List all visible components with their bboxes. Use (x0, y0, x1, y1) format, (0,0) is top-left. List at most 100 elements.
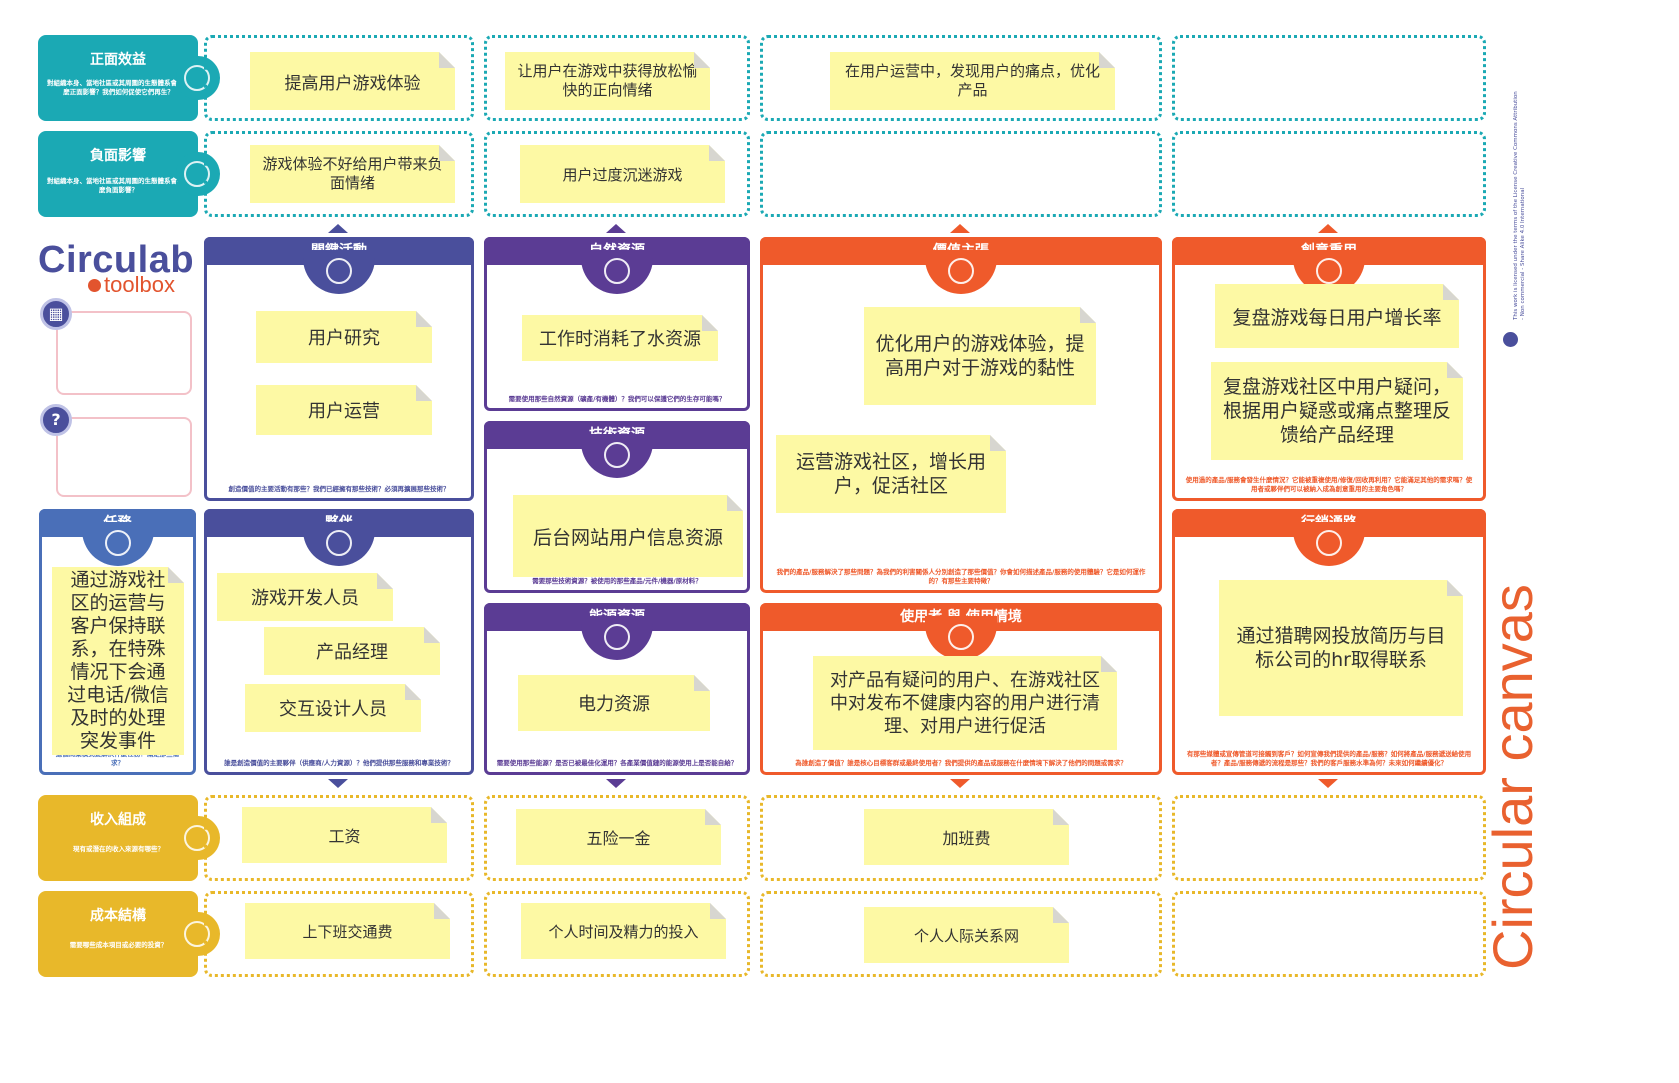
cost-title: 成本結構 (90, 908, 146, 924)
value-proposition-question: 我們的產品/服務解決了那些問題？為我們的利害關係人分別創造了那些價值？你會如何描… (776, 568, 1146, 585)
positive-box-4 (1172, 35, 1486, 121)
value-note-1-text: 优化用户的游戏体验，提高用户对于游戏的黏性 (875, 333, 1085, 379)
cost-box-3 (760, 891, 1162, 977)
arrow-down-1 (328, 779, 348, 788)
key-activities-box: 關鍵活動 創造價值的主要活動有那些？我們已經擁有那些技術？必須再擴展那些技術？ (204, 237, 474, 501)
cost-note-2-text: 个人时间及精力的投入 (548, 922, 699, 941)
logo-dot (88, 279, 101, 292)
creative-reuse-question: 使用過的產品/服務會發生什麼情況？它能被重複使用/修復/回收再利用？它能滿足其他… (1185, 476, 1473, 493)
value-proposition-box: 價值主張 我們的產品/服務解決了那些問題？為我們的利害關係人分別創造了那些價值？… (760, 237, 1162, 593)
mission-note: 通过游戏社区的运营与客户保持联系，在特殊情况下会通过电话/微信及时的处理突发事件 (52, 567, 184, 755)
creative-commons-icon (1503, 332, 1518, 347)
toolbox-logo: toolbox (104, 272, 175, 297)
arrow-up-2 (606, 224, 626, 233)
question-icon: ? (40, 404, 72, 436)
natural-note-1-text: 工作时消耗了水资源 (539, 329, 701, 350)
positive-impact-question: 對組織本身、當地社區或其周圍的生態體系會有什麼正面影響？我們如何促使它們再生？ (47, 79, 190, 96)
revenue-box-2 (484, 795, 750, 881)
negative-note-1-text: 游戏体验不好给用户带来负面情绪 (262, 155, 443, 192)
cost-box-2 (484, 891, 750, 977)
revenue-note-1: 工资 (242, 807, 447, 863)
revenue-note-2: 五险一金 (516, 809, 721, 865)
partner-note-2: 产品经理 (264, 627, 440, 675)
notes-box-2 (56, 417, 192, 497)
energy-note-1: 电力资源 (518, 675, 710, 731)
key-activity-note-1-text: 用户研究 (308, 328, 380, 349)
revenue-note-1-text: 工资 (328, 827, 361, 846)
circulab-logo: Circulab (38, 239, 195, 281)
revenue-title: 收入組成 (90, 812, 146, 828)
users-note-1-text: 对产品有疑问的用户、在游戏社区中对发布不健康内容的用户进行清理、对用户进行促活 (830, 669, 1100, 737)
partner-note-3: 交互设计人员 (245, 684, 421, 732)
license-text: This work is licensed under the terms of… (1513, 91, 1526, 320)
lightbulb-icon (948, 258, 974, 284)
users-note-1: 对产品有疑问的用户、在游戏社区中对发布不健康内容的用户进行清理、对用户进行促活 (813, 656, 1117, 750)
notes-box-1 (56, 311, 192, 395)
positive-box-3 (760, 35, 1162, 121)
tech-note-1: 后台网站用户信息资源 (513, 495, 743, 577)
mission-note-text: 通过游戏社区的运营与客户保持联系，在特殊情况下会通过电话/微信及时的处理突发事件 (67, 569, 169, 752)
channels-note-1: 通过猎聘网投放简历与目标公司的hr取得联系 (1219, 580, 1463, 716)
revenue-box-1 (204, 795, 474, 881)
value-note-1: 优化用户的游戏体验，提高用户对于游戏的黏性 (864, 307, 1096, 405)
negative-impact-title: 負面影響 (90, 148, 146, 164)
channels-question: 有那些媒體或宣傳管道可接觸到客戶？如何宣傳我們提供的產品/服務？如何將產品/服務… (1186, 750, 1472, 767)
arrow-down-3 (950, 779, 970, 788)
negative-box-1 (204, 131, 474, 217)
arrow-up-4 (1318, 224, 1338, 233)
tech-resources-question: 需要那些技術資源？被使用的那些產品/元件/機器/原材料？ (532, 577, 702, 585)
partner-note-1-text: 游戏开发人员 (251, 588, 359, 609)
cost-tab: 成本結構 需要哪些成本項目或必要的投資？ (38, 891, 220, 977)
positive-note-1-text: 提高用户游戏体验 (284, 73, 421, 94)
cost-box-1 (204, 891, 474, 977)
negative-box-4 (1172, 131, 1486, 217)
key-activities-question: 創造價值的主要活動有那些？我們已經擁有那些技術？必須再擴展那些技術？ (228, 485, 450, 493)
energy-note-1-text: 电力资源 (578, 694, 650, 715)
cost-note-3-text: 个人人际关系网 (913, 926, 1019, 945)
key-activity-note-2: 用户运营 (256, 385, 432, 435)
negative-note-1: 游戏体验不好给用户带来负面情绪 (250, 145, 455, 203)
partners-question: 誰是創造價值的主要夥伴（供應商/人力資源）？他們提供那些服務和專業技術？ (224, 759, 454, 767)
key-activity-note-1: 用户研究 (256, 311, 432, 363)
arrow-down-2 (606, 779, 626, 788)
partner-note-2-text: 产品经理 (316, 642, 388, 663)
gears-icon (326, 258, 352, 284)
partner-note-3-text: 交互设计人员 (279, 699, 387, 720)
users-icon (948, 624, 974, 650)
negative-box-3 (760, 131, 1162, 217)
arrow-down-4 (1318, 779, 1338, 788)
users-question: 為誰創造了價值？誰是核心目標客群或最終使用者？我們提供的產品或服務在什麼情境下解… (795, 759, 1127, 767)
revenue-box-4 (1172, 795, 1486, 881)
positive-box-1 (204, 35, 474, 121)
negative-note-2-text: 用户过度沉迷游戏 (562, 165, 683, 184)
cost-note-2: 个人时间及精力的投入 (521, 903, 726, 959)
cost-question: 需要哪些成本項目或必要的投資？ (69, 941, 168, 949)
energy-resources-question: 需要使用那些能源？是否已被最佳化運用？各產業價值鏈的能源使用上是否能自給？ (496, 759, 738, 767)
handshake-icon (326, 530, 352, 556)
revenue-tab: 收入組成 現有或潛在的收入來源有哪些？ (38, 795, 220, 881)
reuse-note-1-text: 复盘游戏每日用户增长率 (1232, 306, 1442, 329)
partner-note-1: 游戏开发人员 (217, 573, 393, 621)
circular-canvas-brand: Circular canvas (1481, 584, 1544, 970)
revenue-box-3 (760, 795, 1162, 881)
positive-note-2-text: 让用户在游戏中获得放松愉快的正向情绪 (517, 62, 698, 99)
reuse-note-2-text: 复盘游戏社区中用户疑问，根据用户疑惑或痛点整理反馈给产品经理 (1222, 376, 1451, 446)
truck-icon (1316, 530, 1342, 556)
revenue-question: 現有或潛在的收入來源有哪些？ (73, 845, 164, 853)
natural-note-1: 工作时消耗了水资源 (522, 315, 718, 361)
channels-note-1-text: 通过猎聘网投放简历与目标公司的hr取得联系 (1236, 625, 1446, 671)
coins-icon (184, 921, 210, 947)
positive-note-2: 让用户在游戏中获得放松愉快的正向情绪 (505, 52, 710, 110)
negative-box-2 (484, 131, 750, 217)
revenue-note-3-text: 加班费 (942, 829, 991, 848)
leaf-icon (604, 258, 630, 284)
bolt-icon (604, 624, 630, 650)
cost-note-1: 上下班交通费 (245, 903, 450, 959)
revenue-note-3: 加班费 (864, 809, 1069, 865)
positive-impact-title: 正面效益 (90, 52, 146, 68)
positive-note-3: 在用户运营中，发现用户的痛点，优化产品 (830, 52, 1115, 110)
thumbs-down-icon (184, 161, 210, 187)
negative-note-2: 用户过度沉迷游戏 (520, 145, 725, 203)
positive-note-3-text: 在用户运营中，发现用户的痛点，优化产品 (844, 62, 1100, 99)
hand-heart-icon (184, 65, 210, 91)
